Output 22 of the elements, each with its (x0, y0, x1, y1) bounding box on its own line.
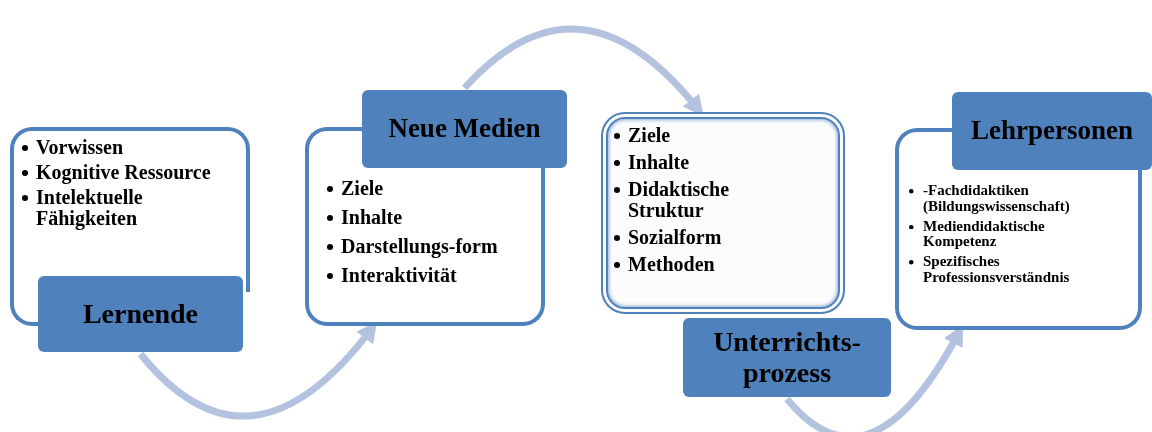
bullet-item: Ziele (327, 178, 533, 199)
title-banner: Lernende (38, 276, 243, 352)
bullet-item: Ziele (614, 125, 758, 146)
title-banner: Neue Medien (362, 90, 567, 168)
title-banner: Unterrichts- prozess (683, 318, 891, 397)
bullet-item: Darstellungs-form (327, 236, 533, 257)
bullet-item: Methoden (614, 254, 758, 275)
bullet-item: Vorwissen (22, 137, 238, 158)
bullet-item: Inhalte (327, 207, 533, 228)
bullet-item: -Fachdidaktiken (Bildungswissenschaft) (909, 183, 1108, 215)
bullet-item: Spezifisches Professionsverständnis (909, 254, 1108, 286)
bullet-item: Didaktische Struktur (614, 179, 758, 221)
bullet-item: Sozialform (614, 227, 758, 248)
bullet-item: Intelektuelle Fähigkeiten (22, 187, 238, 229)
list-card (601, 112, 845, 314)
bullet-item: Mediendidaktische Kompetenz (909, 218, 1108, 250)
list-card (895, 170, 1142, 330)
bullet-item: Interaktivität (327, 265, 533, 286)
bullet-item: Inhalte (614, 152, 758, 173)
list-card (305, 168, 545, 326)
title-banner: Lehrpersonen (952, 92, 1152, 170)
bullet-item: Kognitive Ressource (22, 162, 238, 183)
